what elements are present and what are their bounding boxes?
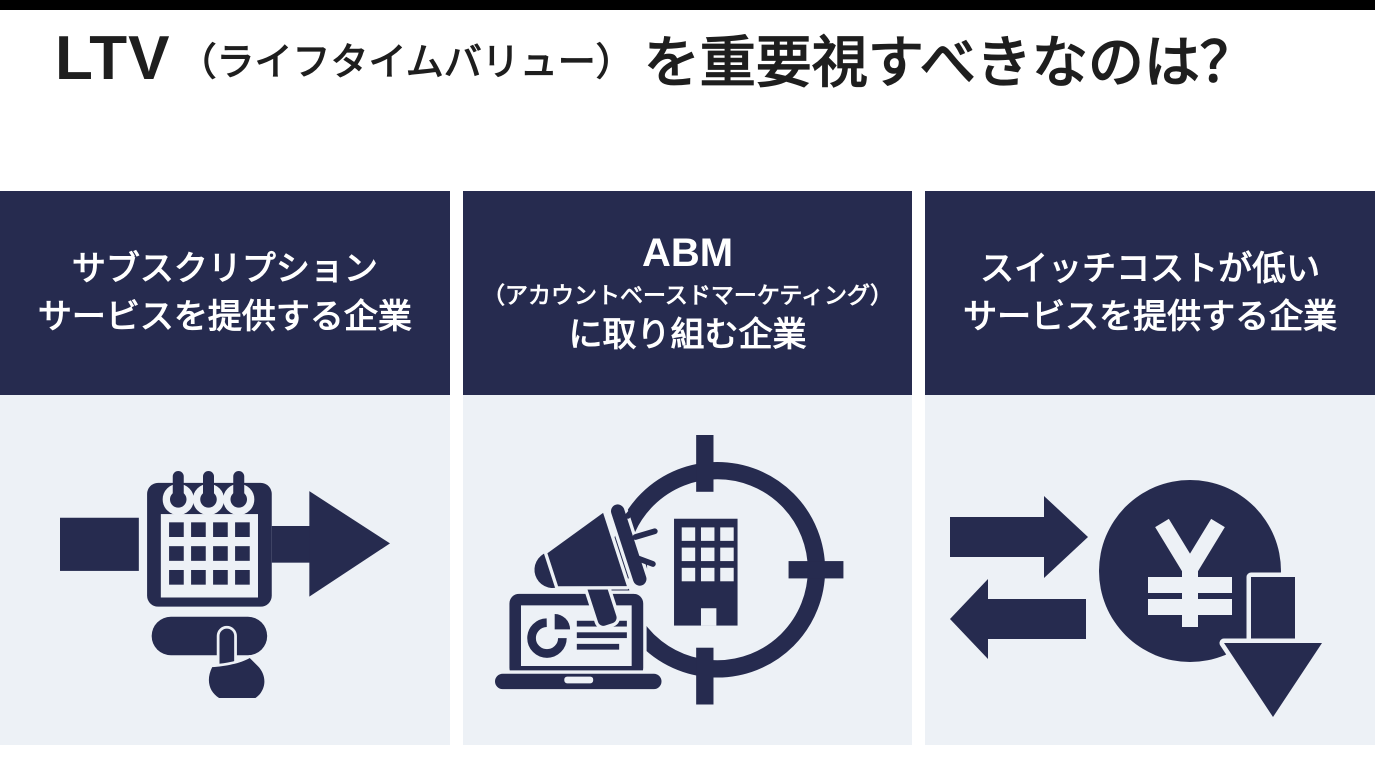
laptop-icon xyxy=(495,590,665,693)
title-suffix: を重要視すべきなのは？ xyxy=(643,30,1256,94)
column-subscription: サブスクリプション サービスを提供する企業 xyxy=(0,191,450,745)
header-line: サービスを提供する企業 xyxy=(37,298,412,336)
header-line: ABM xyxy=(641,231,734,275)
header-line: （アカウントベースドマーケティング） xyxy=(482,282,894,308)
tap-hand-icon xyxy=(206,625,267,699)
header-line: に取り組む企業 xyxy=(568,316,807,354)
yen-exchange-down-icon xyxy=(950,480,1327,719)
column-header-subscription: サブスクリプション サービスを提供する企業 xyxy=(0,191,450,395)
down-arrow-icon xyxy=(1219,572,1327,719)
column-switching-cost: スイッチコストが低い サービスを提供する企業 xyxy=(925,191,1375,745)
sound-rays-icon xyxy=(624,497,658,567)
column-abm: ABM （アカウントベースドマーケティング） に取り組む企業 xyxy=(462,191,913,745)
top-border-bar xyxy=(0,0,1375,10)
arrow-head xyxy=(309,491,390,597)
header-line: サービスを提供する企業 xyxy=(963,298,1338,336)
button-pill xyxy=(151,616,267,656)
abm-megaphone-target-icon xyxy=(495,435,844,705)
title-brand: LTV xyxy=(55,23,171,93)
header-line: スイッチコストが低い xyxy=(980,250,1321,288)
calendar-icon xyxy=(146,471,272,607)
column-header-switching-cost: スイッチコストが低い サービスを提供する企業 xyxy=(925,191,1375,395)
header-line: サブスクリプション xyxy=(71,250,378,288)
comparison-columns: サブスクリプション サービスを提供する企業 xyxy=(0,191,1375,745)
column-body-switching-cost xyxy=(925,395,1375,745)
yen-coin-icon xyxy=(1099,480,1282,662)
page-title: LTV （ライフタイムバリュー） を重要視すべきなのは？ xyxy=(55,10,1256,106)
building-icon xyxy=(674,518,738,626)
column-body-abm xyxy=(462,395,913,745)
column-header-abm: ABM （アカウントベースドマーケティング） に取り組む企業 xyxy=(462,191,913,395)
megaphone-icon xyxy=(531,501,650,630)
arrow-tail xyxy=(59,517,139,571)
title-annotation: （ライフタイムバリュー） xyxy=(178,41,634,84)
column-body-subscription xyxy=(0,395,450,745)
calendar-recurring-arrow-icon xyxy=(59,471,390,699)
pie-chart-icon xyxy=(527,614,571,658)
exchange-arrows-icon xyxy=(950,496,1089,659)
